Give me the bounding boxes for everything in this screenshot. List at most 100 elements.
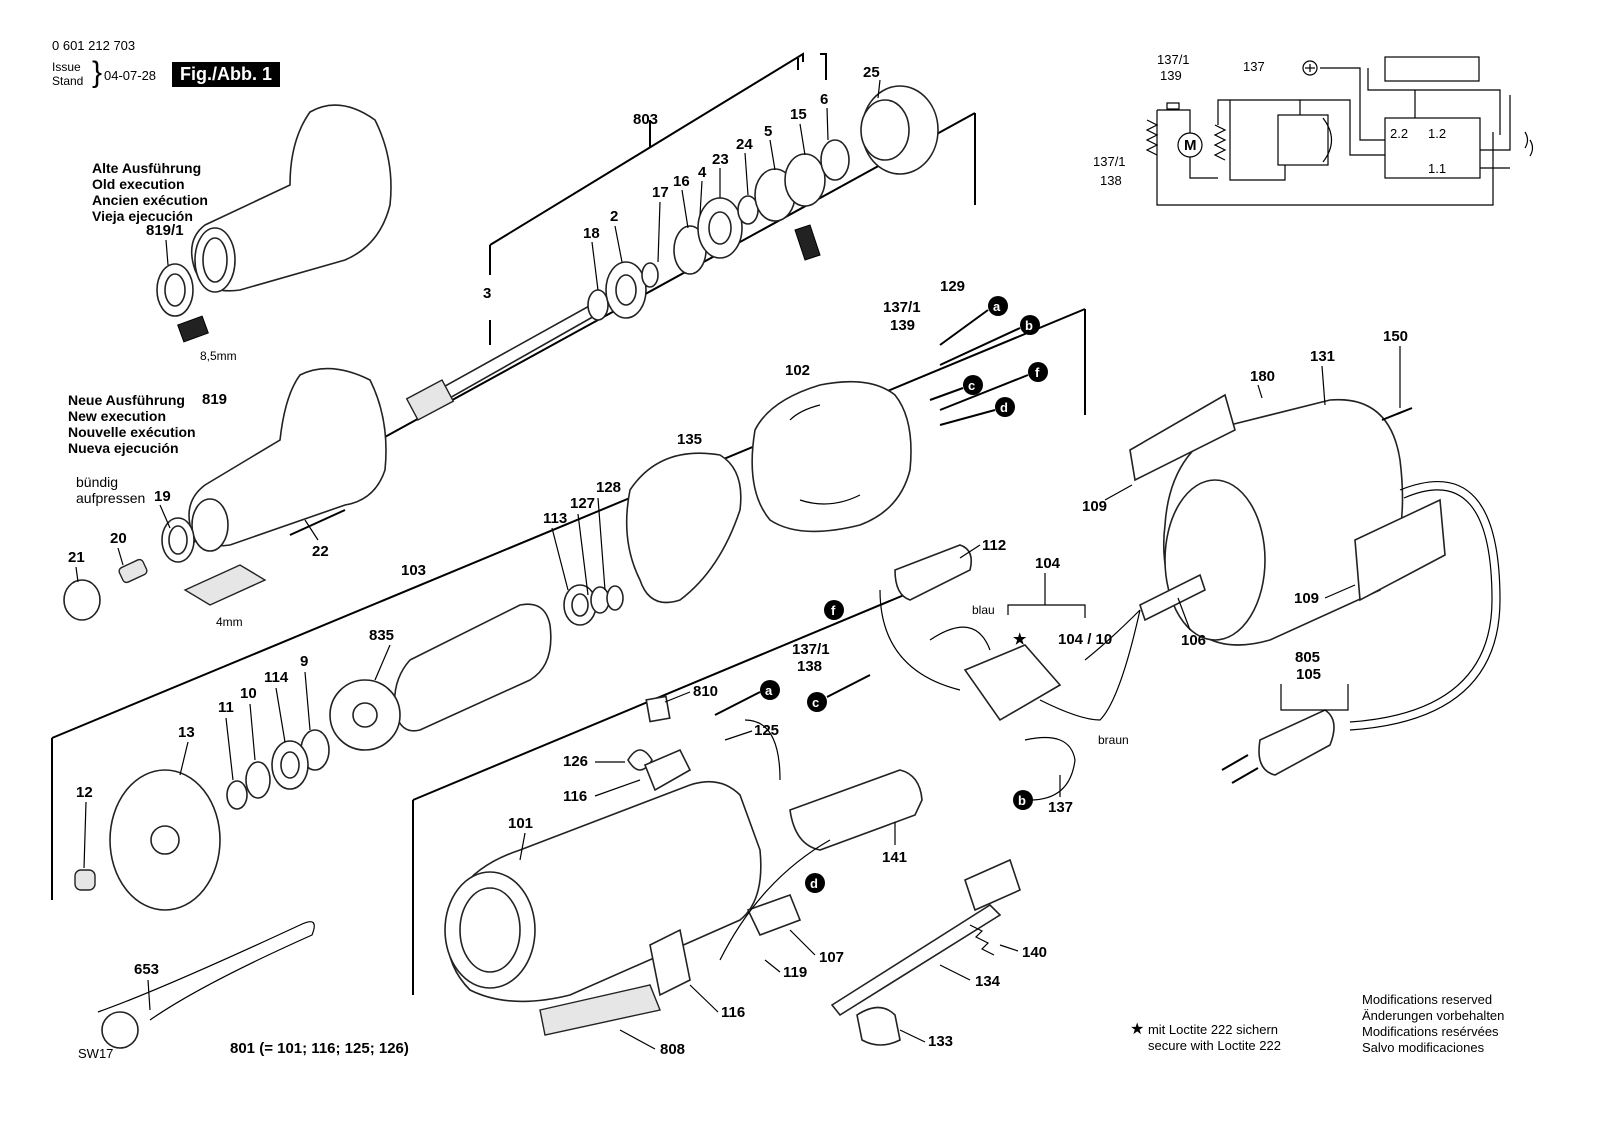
switch-position: 1.2 — [1428, 126, 1446, 141]
note-line: ★ mit Loctite 222 sichern — [1130, 1022, 1281, 1038]
callout-104-10: 104 / 10 — [1058, 631, 1112, 648]
callout-17: 17 — [652, 184, 669, 201]
callout-2: 2 — [610, 208, 618, 225]
wire-tag-d: d — [810, 876, 818, 891]
callout-150: 150 — [1383, 328, 1408, 345]
callout-810: 810 — [693, 683, 718, 700]
note-line: Modifications resérvées — [1362, 1024, 1499, 1039]
callout-134: 134 — [975, 973, 1001, 990]
wire-tag-a: a — [993, 299, 1001, 314]
wire-tag-b: b — [1018, 793, 1026, 808]
callout-5: 5 — [764, 123, 772, 140]
callout-22: 22 — [312, 543, 329, 560]
wire-tag-c: c — [812, 695, 819, 710]
issue-label-de: Stand — [52, 74, 84, 88]
note-line: Vieja ejecución — [92, 208, 193, 224]
callout-126: 126 — [563, 753, 588, 770]
note-line: Ancien exécution — [92, 192, 208, 208]
issue-label-en: Issue — [52, 60, 81, 74]
callout-21: 21 — [68, 549, 85, 566]
flush-press-note: bündig aufpressen — [76, 474, 145, 506]
set-801-note: 801 (= 101; 116; 125; 126) — [230, 1040, 409, 1057]
callout-25: 25 — [863, 64, 880, 81]
callout-23: 23 — [712, 151, 729, 168]
callout-109: 109 — [1294, 590, 1319, 607]
spindle-shaft — [405, 85, 939, 421]
callout-140: 140 — [1022, 944, 1047, 961]
schematic-label: 139 — [1160, 68, 1182, 83]
callout-13: 13 — [178, 724, 195, 741]
callout-11: 11 — [218, 699, 234, 716]
callout-138: 138 — [797, 658, 822, 675]
callout-180: 180 — [1250, 368, 1275, 385]
issue-date: 04-07-28 — [104, 68, 157, 83]
callout-6: 6 — [820, 91, 828, 108]
spindle-housing-new — [63, 367, 387, 621]
callout-133: 133 — [928, 1033, 953, 1050]
motor-housing — [444, 769, 923, 1036]
schematic-label: 137/1 — [1157, 52, 1190, 67]
callout-12: 12 — [76, 784, 93, 801]
callout-4: 4 — [698, 164, 707, 181]
dimension-new: 4mm — [216, 615, 243, 629]
issue-label: Issue Stand — [52, 60, 83, 88]
note-line: bündig — [76, 474, 119, 490]
callout-15: 15 — [790, 106, 807, 123]
schematic-label: 138 — [1100, 173, 1122, 188]
callout-18: 18 — [583, 225, 600, 242]
callout-20: 20 — [110, 530, 127, 547]
callout-127: 127 — [570, 495, 595, 512]
fan-impeller — [329, 679, 401, 751]
note-line: Alte Ausführung — [92, 160, 202, 176]
callout-803: 803 — [633, 111, 658, 128]
part-number: 0 601 212 703 — [52, 38, 136, 53]
callout-128: 128 — [596, 479, 621, 496]
callout-808: 808 — [660, 1041, 685, 1058]
callout-103: 103 — [401, 562, 426, 579]
callout-104: 104 — [1035, 555, 1061, 572]
callout-119: 119 — [783, 964, 807, 981]
callout-106: 106 — [1181, 632, 1206, 649]
callout-653: 653 — [134, 961, 159, 978]
callout-10: 10 — [240, 685, 257, 702]
callout-24: 24 — [736, 136, 753, 153]
wrench-size: SW17 — [78, 1046, 113, 1061]
wire-tag-b: b — [1025, 318, 1033, 333]
loctite-de: mit Loctite 222 sichern — [1147, 1022, 1279, 1037]
callout-139: 139 — [890, 317, 915, 334]
callout-16: 16 — [673, 173, 690, 190]
figure-title: Fig./Abb. 1 — [172, 62, 280, 87]
new-execution-note: Neue Ausführung New execution Nouvelle e… — [68, 392, 196, 456]
callout-109: 109 — [1082, 498, 1107, 515]
wire-tag-f: f — [831, 603, 836, 618]
loctite-star-icon: ★ — [1013, 631, 1027, 648]
callout-102: 102 — [785, 362, 810, 379]
callout-135: 135 — [677, 431, 702, 448]
callout-819: 819 — [202, 391, 227, 408]
wire-tag-c: c — [968, 378, 975, 393]
spindle-housing-old — [156, 104, 392, 343]
schematic-label: 137/1 — [1093, 154, 1126, 169]
motor-tube — [1084, 393, 1501, 784]
callout-116: 116 — [721, 1004, 745, 1021]
note-line: Salvo modificaciones — [1362, 1040, 1485, 1055]
motor-parts — [74, 380, 912, 911]
loctite-note: ★ mit Loctite 222 sichern secure with Lo… — [1130, 1022, 1281, 1054]
schematic-label: 137 — [1243, 59, 1265, 74]
note-line: Änderungen vorbehalten — [1362, 1008, 1505, 1023]
dimension-old: 8,5mm — [200, 349, 237, 363]
callout-819-1: 819/1 — [146, 222, 184, 239]
callout-107: 107 — [819, 949, 844, 966]
note-line: secure with Loctite 222 — [1148, 1038, 1281, 1053]
modifications-note: Modifications reserved Änderungen vorbeh… — [1362, 992, 1504, 1056]
old-execution-note: Alte Ausführung Old execution Ancien exé… — [92, 160, 208, 224]
callout-3: 3 — [483, 285, 491, 302]
callout-9: 9 — [300, 653, 308, 670]
callout-137: 137 — [1048, 799, 1073, 816]
callout-19: 19 — [154, 488, 171, 505]
switch-position: 1.1 — [1428, 161, 1446, 176]
callouts: 803 25 6 15 5 24 23 4 16 17 2 18 3 819/1… — [68, 64, 1408, 1061]
star-icon: ★ — [1130, 1021, 1145, 1038]
callout-101: 101 — [508, 815, 533, 832]
